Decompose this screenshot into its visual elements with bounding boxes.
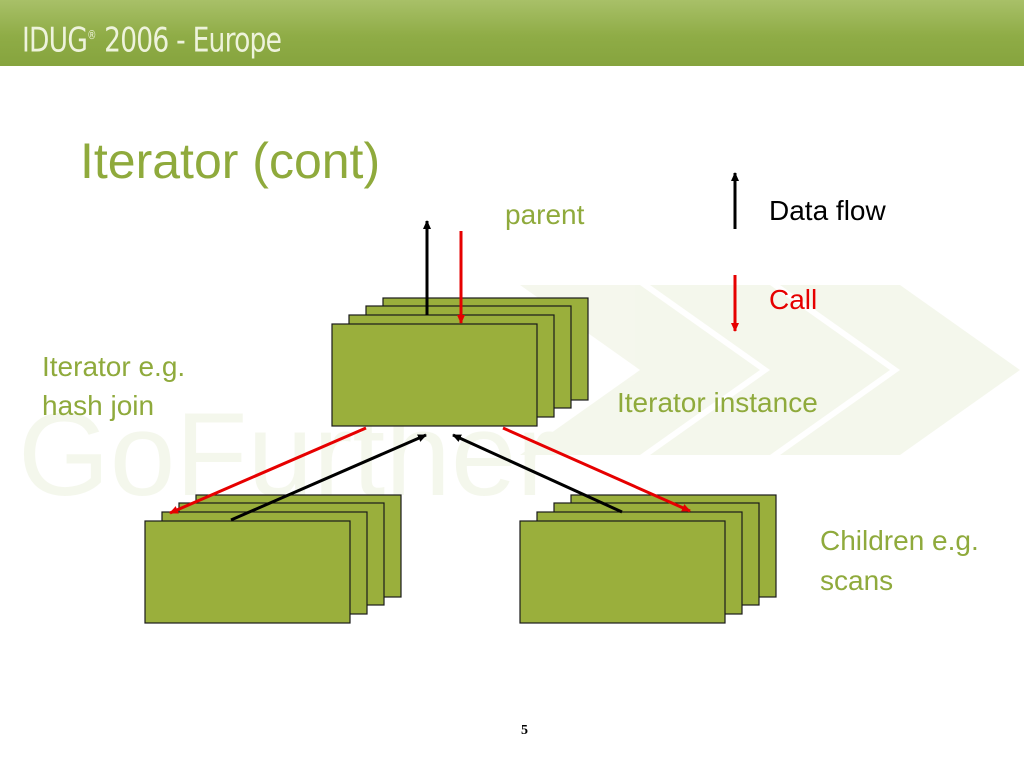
children-label-line1: Children e.g. [820, 525, 979, 556]
iterator-box-front [331, 323, 538, 427]
data-flow-arrow-from-right-child [452, 433, 623, 514]
legend-data-flow-label: Data flow [769, 195, 886, 226]
registered-mark: ® [87, 28, 97, 42]
watermark-chevron-2 [650, 285, 890, 455]
call-arrow-to-right-child [502, 426, 691, 513]
brand-name: IDUG [22, 20, 88, 61]
call-arrow-to-left-child [169, 426, 367, 515]
header-bar: IDUG® 2006 - Europe [0, 0, 1024, 66]
data-flow-arrow-from-left-child [230, 433, 427, 522]
watermark-chevron-3 [780, 285, 1020, 455]
parent-label: parent [505, 199, 585, 230]
page-number: 5 [521, 723, 528, 738]
event-name: 2006 - Europe [104, 20, 282, 61]
iterator-label-line2: hash join [42, 390, 155, 421]
legend-call-label: Call [769, 284, 818, 315]
right-child-box-front [519, 520, 726, 624]
right-child-stack[interactable] [519, 494, 777, 624]
left-child-stack[interactable] [144, 494, 402, 624]
iterator-instance-label: Iterator instance [617, 387, 818, 418]
header-logo-text: IDUG® 2006 - Europe [22, 15, 282, 61]
iterator-label-line1: Iterator e.g. [42, 351, 186, 382]
iterator-instance-stack[interactable] [331, 297, 589, 427]
children-label-line2: scans [820, 565, 894, 596]
slide-title: Iterator (cont) [80, 133, 381, 189]
left-child-box-front [144, 520, 351, 624]
